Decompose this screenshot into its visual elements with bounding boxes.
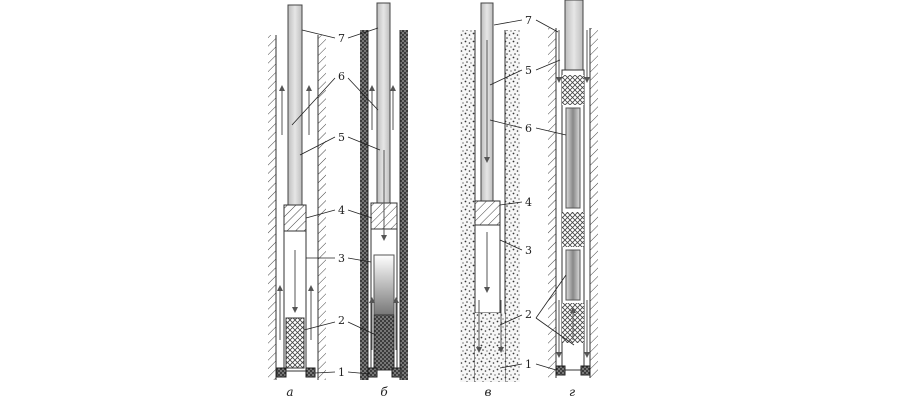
caption-a: а [286,385,293,399]
panel-v: в [460,2,523,399]
crown-right [391,367,402,378]
label-2: 2 [525,308,532,321]
label-2: 2 [338,314,345,327]
label-4: 4 [525,196,532,209]
core-sample [285,317,305,369]
core-column-upper [565,107,581,209]
formation-right [505,30,520,382]
labels-vg: 7 5 6 4 3 2 1 [525,14,532,371]
core-upper [373,254,395,316]
crown-left [367,367,378,378]
drill-rod [287,4,303,206]
label-6: 6 [338,70,345,83]
panel-a: а [268,4,336,399]
well-wall-right [318,35,326,380]
label-3: 3 [525,244,532,257]
adapter [283,204,307,232]
well-wall-right [590,28,598,378]
label-5: 5 [338,131,345,144]
label-4: 4 [338,204,345,217]
drill-rod [564,0,584,71]
crown-left [555,365,566,376]
core-sample [373,314,395,371]
crown-left [276,367,287,378]
core-fragment-2 [562,212,584,247]
well-wall-left [548,28,556,378]
panel-g: г [535,0,598,399]
adapter [474,200,501,226]
caption-v: в [485,385,492,399]
well-wall-right [400,30,408,380]
label-5: 5 [525,64,532,77]
labels-ab: 7 6 5 4 3 2 1 [338,32,345,379]
core-column-lower [565,249,581,301]
well-wall-left [360,30,368,380]
panel-b: б [347,2,408,399]
label-7: 7 [525,14,532,27]
label-3: 3 [338,252,345,265]
caption-g: г [569,385,575,399]
caption-b: б [380,385,388,399]
well-wall-left [268,35,276,380]
crown-right [580,365,591,376]
label-1: 1 [525,358,532,371]
label-7: 7 [338,32,345,45]
crown-right [305,367,316,378]
label-6: 6 [525,122,532,135]
label-1: 1 [338,366,345,379]
core-fragment-1 [562,75,584,105]
formation-left [460,30,475,382]
